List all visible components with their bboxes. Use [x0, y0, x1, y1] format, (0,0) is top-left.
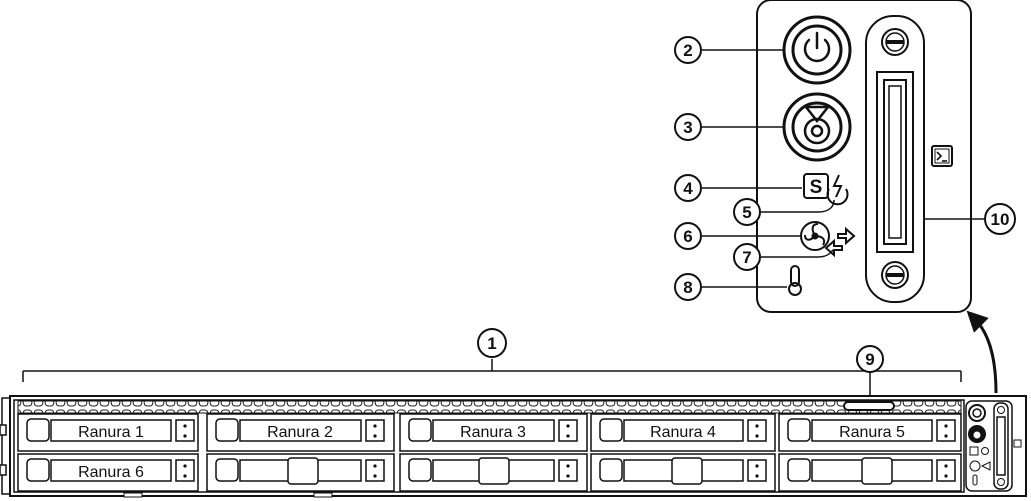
temperature-icon [788, 265, 802, 296]
callout-8: 8 [674, 273, 702, 301]
power-button-icon [803, 31, 831, 63]
callout-7: 7 [733, 243, 761, 271]
power-supply-status-icon [826, 174, 849, 206]
callout-5: 5 [733, 198, 761, 226]
drive-bay-6[interactable]: Ranura 6 [17, 453, 199, 492]
server-control-panel [965, 400, 1022, 492]
callout-2-number: 2 [683, 41, 692, 60]
kvm-console-connector-icon [876, 71, 914, 253]
callout-6-number: 6 [683, 227, 692, 246]
drive-bay-2[interactable]: Ranura 2 [206, 413, 395, 452]
drive-bay-5[interactable]: Ranura 5 [778, 413, 962, 452]
server-id-button[interactable] [968, 425, 986, 443]
network-link-icon [824, 226, 856, 258]
console-prompt-icon [931, 145, 953, 167]
callout-6: 6 [674, 222, 702, 250]
zoom-arrow [966, 310, 998, 394]
slot-1-label: Ranura 1 [78, 424, 144, 441]
server-chassis: Ranura 1 Ranura 2 Ranura 3 Ranura 4 [0, 395, 1027, 498]
system-health-icon: S [803, 173, 829, 199]
callout-1-number: 1 [487, 334, 496, 353]
callout-7-number: 7 [742, 248, 751, 267]
control-panel-zoom: S [756, 0, 972, 313]
slot-4-label: Ranura 4 [650, 424, 716, 441]
drive-bay-4[interactable]: Ranura 4 [590, 413, 776, 452]
top-screw-icon [881, 28, 909, 56]
callout-4: 4 [674, 174, 702, 202]
callout-9: 9 [856, 345, 884, 373]
callout-10-number: 10 [991, 210, 1010, 229]
callout-1: 1 [477, 328, 507, 358]
callout-9-number: 9 [865, 350, 874, 369]
server-power-button[interactable] [968, 404, 986, 422]
drive-bay-blank-8[interactable] [399, 453, 588, 492]
fan-status-icon [800, 221, 830, 251]
system-health-glyph: S [810, 177, 823, 198]
slot-3-label: Ranura 3 [460, 424, 526, 441]
drive-bay-3[interactable]: Ranura 3 [399, 413, 588, 452]
callout-2: 2 [674, 36, 702, 64]
callout-3-number: 3 [683, 118, 692, 137]
drive-bay-blank-7[interactable] [206, 453, 395, 492]
slot-6-label: Ranura 6 [78, 464, 144, 481]
bottom-screw-icon [881, 261, 909, 289]
leader-lines [22, 49, 984, 396]
callout-10: 10 [984, 203, 1016, 235]
callout-3: 3 [674, 113, 702, 141]
drive-bay-blank-9[interactable] [590, 453, 776, 492]
drive-bay-1[interactable]: Ranura 1 [17, 413, 199, 452]
drive-bay-blank-10[interactable] [778, 453, 962, 492]
slot-5-label: Ranura 5 [839, 424, 905, 441]
ventilation-grille [17, 400, 962, 414]
callout-8-number: 8 [683, 278, 692, 297]
asset-pull-tab[interactable] [843, 401, 895, 411]
unit-identification-button[interactable] [782, 92, 852, 162]
kvm-console-connector[interactable] [865, 15, 925, 303]
callout-5-number: 5 [742, 203, 751, 222]
server-kvm-connector[interactable] [993, 402, 1009, 490]
unit-identification-button-icon [803, 105, 831, 145]
power-button[interactable] [782, 15, 852, 85]
callout-4-number: 4 [683, 179, 693, 198]
slot-2-label: Ranura 2 [267, 424, 333, 441]
